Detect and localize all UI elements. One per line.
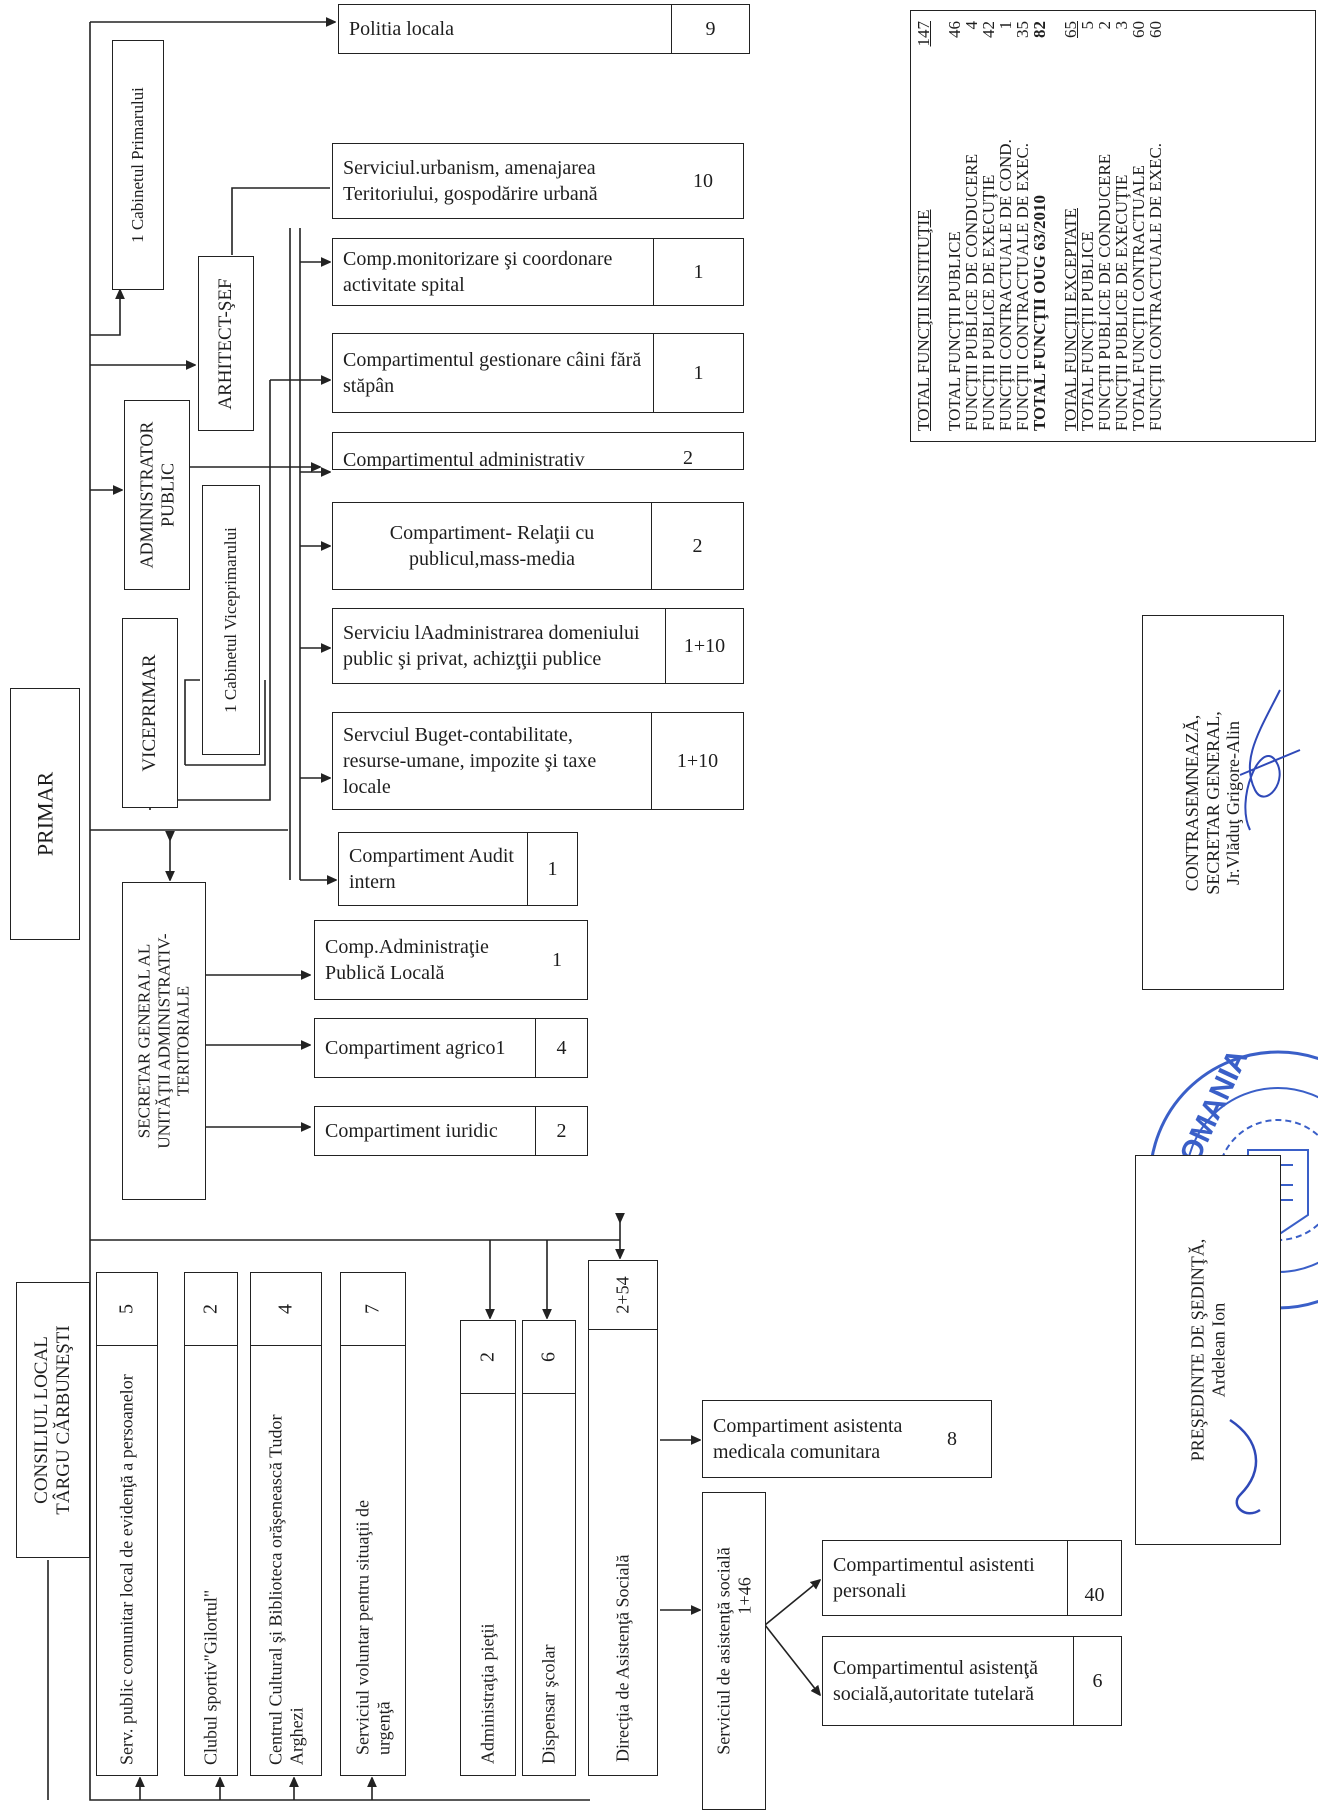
- unit-monitorizare-spital: Comp.monitorizare şi coordonare activita…: [332, 238, 744, 306]
- unit-audit-intern: Compartiment Audit intern 1: [338, 832, 578, 906]
- cabinet-primar-box: 1 Cabinetul Primarului: [112, 40, 164, 290]
- functions-summary-table: TOTAL FUNCŢII INSTITUŢIE 147 TOTAL FUNCŢ…: [910, 10, 1316, 442]
- unit-autoritate-tutelara: Compartimentul asistenţă socială,autorit…: [822, 1636, 1122, 1726]
- presedinte-box: PREŞEDINTE DE ŞEDINŢĂ, Ardelean Ion: [1135, 1155, 1281, 1545]
- unit-centrul-cultural: 4 Centrul Cultural şi Biblioteca orăşene…: [250, 1272, 322, 1776]
- unit-administrativ: Compartimentul administrativ 2: [332, 432, 744, 470]
- unit-asistenta-medicala: Compartiment asistenta medicala comunita…: [702, 1400, 992, 1478]
- secretar-box: SECRETAR GENERAL AL UNITĂŢII ADMINISTRAT…: [122, 882, 206, 1200]
- unit-gestionare-caini: Compartimentul gestionare câini fără stă…: [332, 333, 744, 413]
- unit-directia-asistenta-sociala: 2+54 Direcţia de Asistenţă Socială: [588, 1260, 658, 1776]
- president-signature: [1229, 1418, 1261, 1515]
- unit-dispensar-scolar: 6 Dispensar şcolar: [522, 1320, 576, 1776]
- unit-juridic: Compartiment iuridic 2: [314, 1106, 588, 1156]
- unit-agricol: Compartiment agrico1 4: [314, 1018, 588, 1078]
- unit-evidenta-persoanelor: 5 Serv. public comunitar local de eviden…: [96, 1272, 158, 1776]
- viceprimar-box: VICEPRIMAR: [122, 618, 178, 808]
- arhitect-box: ARHITECT-ŞEF: [198, 256, 254, 431]
- unit-administratie-publica: Comp.Administraţie Publică Locală 1: [314, 920, 588, 1000]
- secretary-signature: [1239, 689, 1301, 831]
- unit-situatii-urgenta: 7 Serviciul voluntar pentru situaţii de …: [340, 1272, 406, 1776]
- administrator-box: ADMINISTRATOR PUBLIC: [124, 400, 190, 590]
- primar-box: PRIMAR: [10, 688, 80, 940]
- exceptate-row: TOTAL FUNCŢII EXCEPTATE 65: [1061, 21, 1080, 431]
- primar-label: PRIMAR: [32, 771, 58, 857]
- unit-urbanism: Serviciul.urbanism, amenajarea Teritoriu…: [332, 143, 744, 219]
- consiliu-box: CONSILIUL LOCAL TÂRGU CĂRBUNEŞTI: [16, 1282, 90, 1558]
- cabinet-viceprimar-box: 1 Cabinetul Viceprimarului: [202, 485, 260, 755]
- unit-relatii-public: Compartiment- Relaţii cu publicul,mass-m…: [332, 502, 744, 590]
- arhitect-label: ARHITECT-ŞEF: [215, 277, 237, 410]
- consiliu-label: CONSILIUL LOCAL TÂRGU CĂRBUNEŞTI: [31, 1325, 74, 1515]
- unit-clubul-sportiv: 2 Clubul sportiv"Gilortul": [184, 1272, 238, 1776]
- cabinet-primar-label: 1 Cabinetul Primarului: [128, 87, 148, 243]
- unit-serviciu-asistenta-sociala: Serviciul de asistenţă socială 1+46: [702, 1492, 766, 1810]
- unit-buget-contabilitate: Servciul Buget-contabilitate, resurse-um…: [332, 712, 744, 810]
- total-institutie-row: TOTAL FUNCŢII INSTITUŢIE 147: [914, 21, 933, 431]
- contrasemneaza-box: CONTRASEMNEAZĂ, SECRETAR GENERAL, Jr.Vlă…: [1142, 615, 1284, 990]
- administrator-label: ADMINISTRATOR PUBLIC: [136, 421, 177, 569]
- secretar-label: SECRETAR GENERAL AL UNITĂŢII ADMINISTRAT…: [134, 933, 193, 1149]
- unit-administratia-pietii: 2 Administraţia pieţii: [460, 1320, 516, 1776]
- unit-asistenti-personali: Compartimentul asistenti personali 40: [822, 1540, 1122, 1616]
- viceprimar-label: VICEPRIMAR: [139, 654, 161, 772]
- cabinet-viceprimar-label: 1 Cabinetul Viceprimarului: [221, 527, 241, 713]
- unit-politia-locala: Politia locala 9: [338, 4, 750, 54]
- unit-domeniu-public: Serviciu lAadministrarea domeniului publ…: [332, 608, 744, 684]
